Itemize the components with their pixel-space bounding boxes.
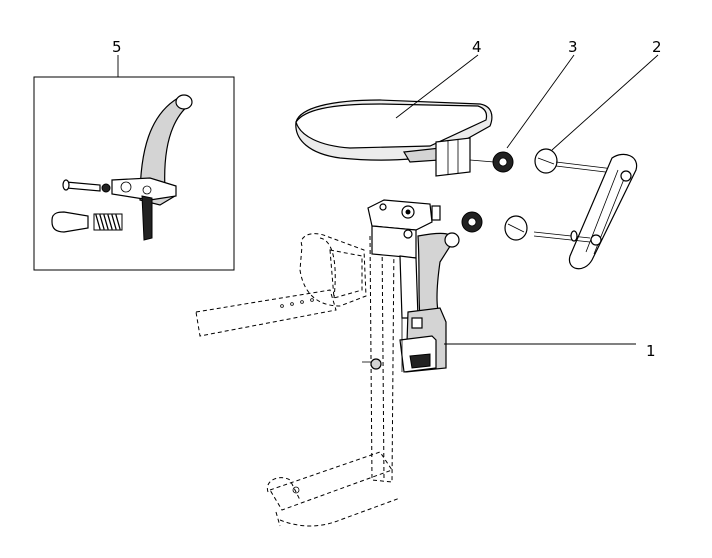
- callout-labels: 5 4 3 2 1: [112, 38, 662, 360]
- callout-3: 3: [568, 38, 578, 56]
- leader-lines: [117, 54, 659, 345]
- callout-5: 5: [112, 38, 122, 56]
- adjusting-knob-lower: [504, 215, 528, 241]
- armrest-pad: [295, 99, 493, 177]
- link-plate: [533, 153, 638, 270]
- armrest-socket-mount: [367, 199, 460, 373]
- rosette-washer-upper: [469, 151, 514, 173]
- frame-outline-dashed: [195, 233, 401, 527]
- inset-armrest-detail: [33, 76, 235, 271]
- callout-1: 1: [646, 342, 656, 360]
- rosette-washer-lower: [461, 211, 483, 233]
- callout-4: 4: [472, 38, 482, 56]
- callout-2: 2: [652, 38, 662, 56]
